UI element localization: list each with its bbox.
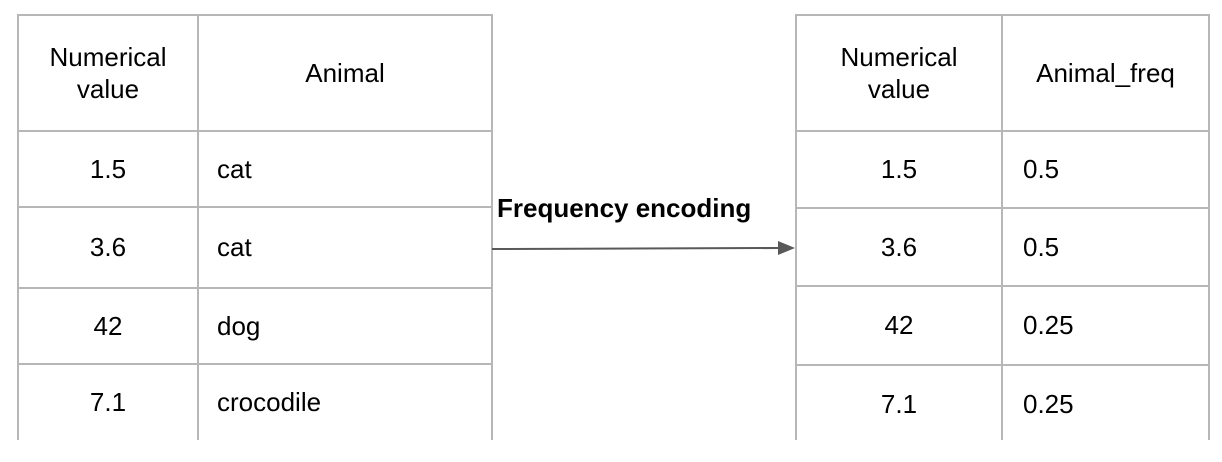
table-cell-value: 42 bbox=[19, 289, 197, 363]
table-cell-freq: 0.25 bbox=[1003, 287, 1208, 364]
arrow-label: Frequency encoding bbox=[497, 193, 752, 223]
header-cell-animal-freq: Animal_freq bbox=[1003, 16, 1208, 130]
table-cell-value: 7.1 bbox=[19, 365, 197, 440]
header-cell-numerical-value: Numerical value bbox=[19, 16, 197, 130]
header-cell-numerical-value: Numerical value bbox=[797, 16, 1001, 130]
table-cell-animal: crocodile bbox=[199, 365, 491, 440]
arrow-head bbox=[778, 241, 795, 255]
table-cell-animal: dog bbox=[199, 289, 491, 363]
table-cell-value: 3.6 bbox=[797, 209, 1001, 285]
table-cell-animal: cat bbox=[199, 208, 491, 287]
arrow-shaft bbox=[491, 247, 781, 250]
table-cell-value: 7.1 bbox=[797, 366, 1001, 442]
table-cell-animal: cat bbox=[199, 132, 491, 206]
table-cell-freq: 0.25 bbox=[1003, 366, 1208, 442]
table-cell-value: 1.5 bbox=[19, 132, 197, 206]
table-cell-value: 1.5 bbox=[797, 132, 1001, 207]
encoded-table: Numerical value Animal_freq 1.5 0.5 3.6 … bbox=[795, 14, 1210, 442]
table-cell-freq: 0.5 bbox=[1003, 132, 1208, 207]
header-cell-animal: Animal bbox=[199, 16, 491, 130]
right-arrow-icon bbox=[491, 241, 795, 255]
table-cell-freq: 0.5 bbox=[1003, 209, 1208, 285]
source-table: Numerical value Animal 1.5 cat 3.6 cat 4… bbox=[17, 14, 493, 440]
table-cell-value: 42 bbox=[797, 287, 1001, 364]
table-cell-value: 3.6 bbox=[19, 208, 197, 287]
